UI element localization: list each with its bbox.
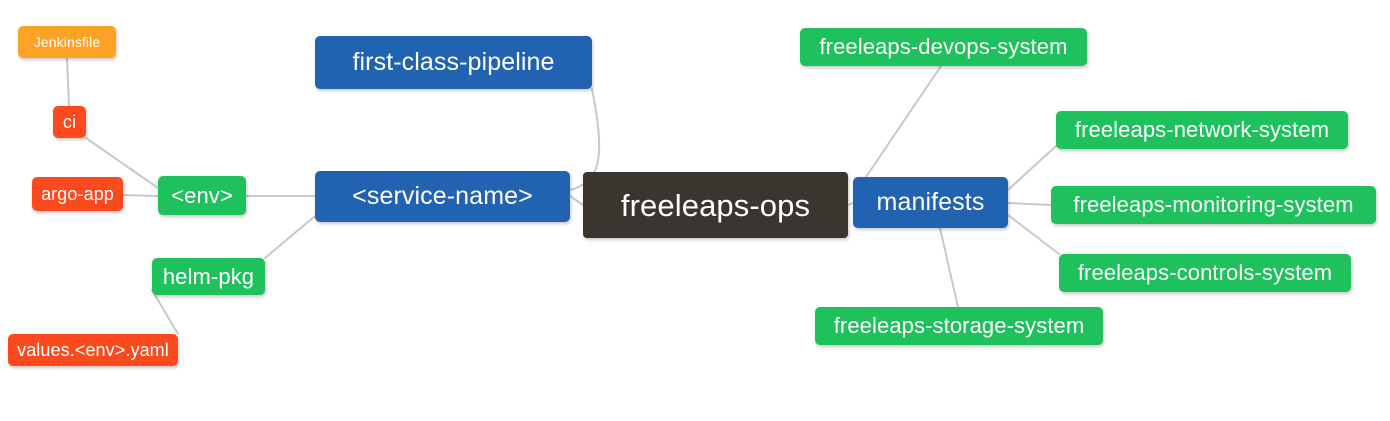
edge-helmpkg-to-valuesyaml: [151, 289, 179, 335]
edge-manifests-to-storage: [939, 227, 959, 308]
mindmap-node-service[interactable]: <service-name>: [315, 171, 570, 222]
mindmap-node-argoapp[interactable]: argo-app: [32, 177, 123, 211]
edge-manifests-to-network: [1007, 145, 1057, 191]
edge-manifests-to-devops: [865, 65, 942, 178]
edge-root-to-service: [569, 195, 584, 206]
mindmap-node-monitoring[interactable]: freeleaps-monitoring-system: [1051, 186, 1376, 224]
mindmap-node-controls[interactable]: freeleaps-controls-system: [1059, 254, 1351, 292]
edge-ci-to-jenkinsfile: [66, 57, 70, 107]
mindmap-node-storage[interactable]: freeleaps-storage-system: [815, 307, 1103, 345]
mindmap-node-helmpkg[interactable]: helm-pkg: [152, 258, 265, 295]
edge-env-to-argoapp: [122, 194, 159, 197]
mindmap-node-ci[interactable]: ci: [53, 106, 86, 138]
mindmap-node-jenkinsfile[interactable]: Jenkinsfile: [18, 26, 116, 58]
mindmap-node-pipeline[interactable]: first-class-pipeline: [315, 36, 592, 89]
mindmap-node-env[interactable]: <env>: [158, 176, 246, 215]
mindmap-node-devops[interactable]: freeleaps-devops-system: [800, 28, 1087, 66]
mindmap-node-network[interactable]: freeleaps-network-system: [1056, 111, 1348, 149]
mindmap-node-manifests[interactable]: manifests: [853, 177, 1008, 228]
edge-service-to-helmpkg: [264, 215, 316, 259]
mindmap-node-valuesyaml[interactable]: values.<env>.yaml: [8, 334, 178, 366]
edge-manifests-to-monitoring: [1007, 202, 1052, 206]
mindmap-node-root[interactable]: freeleaps-ops: [583, 172, 848, 238]
